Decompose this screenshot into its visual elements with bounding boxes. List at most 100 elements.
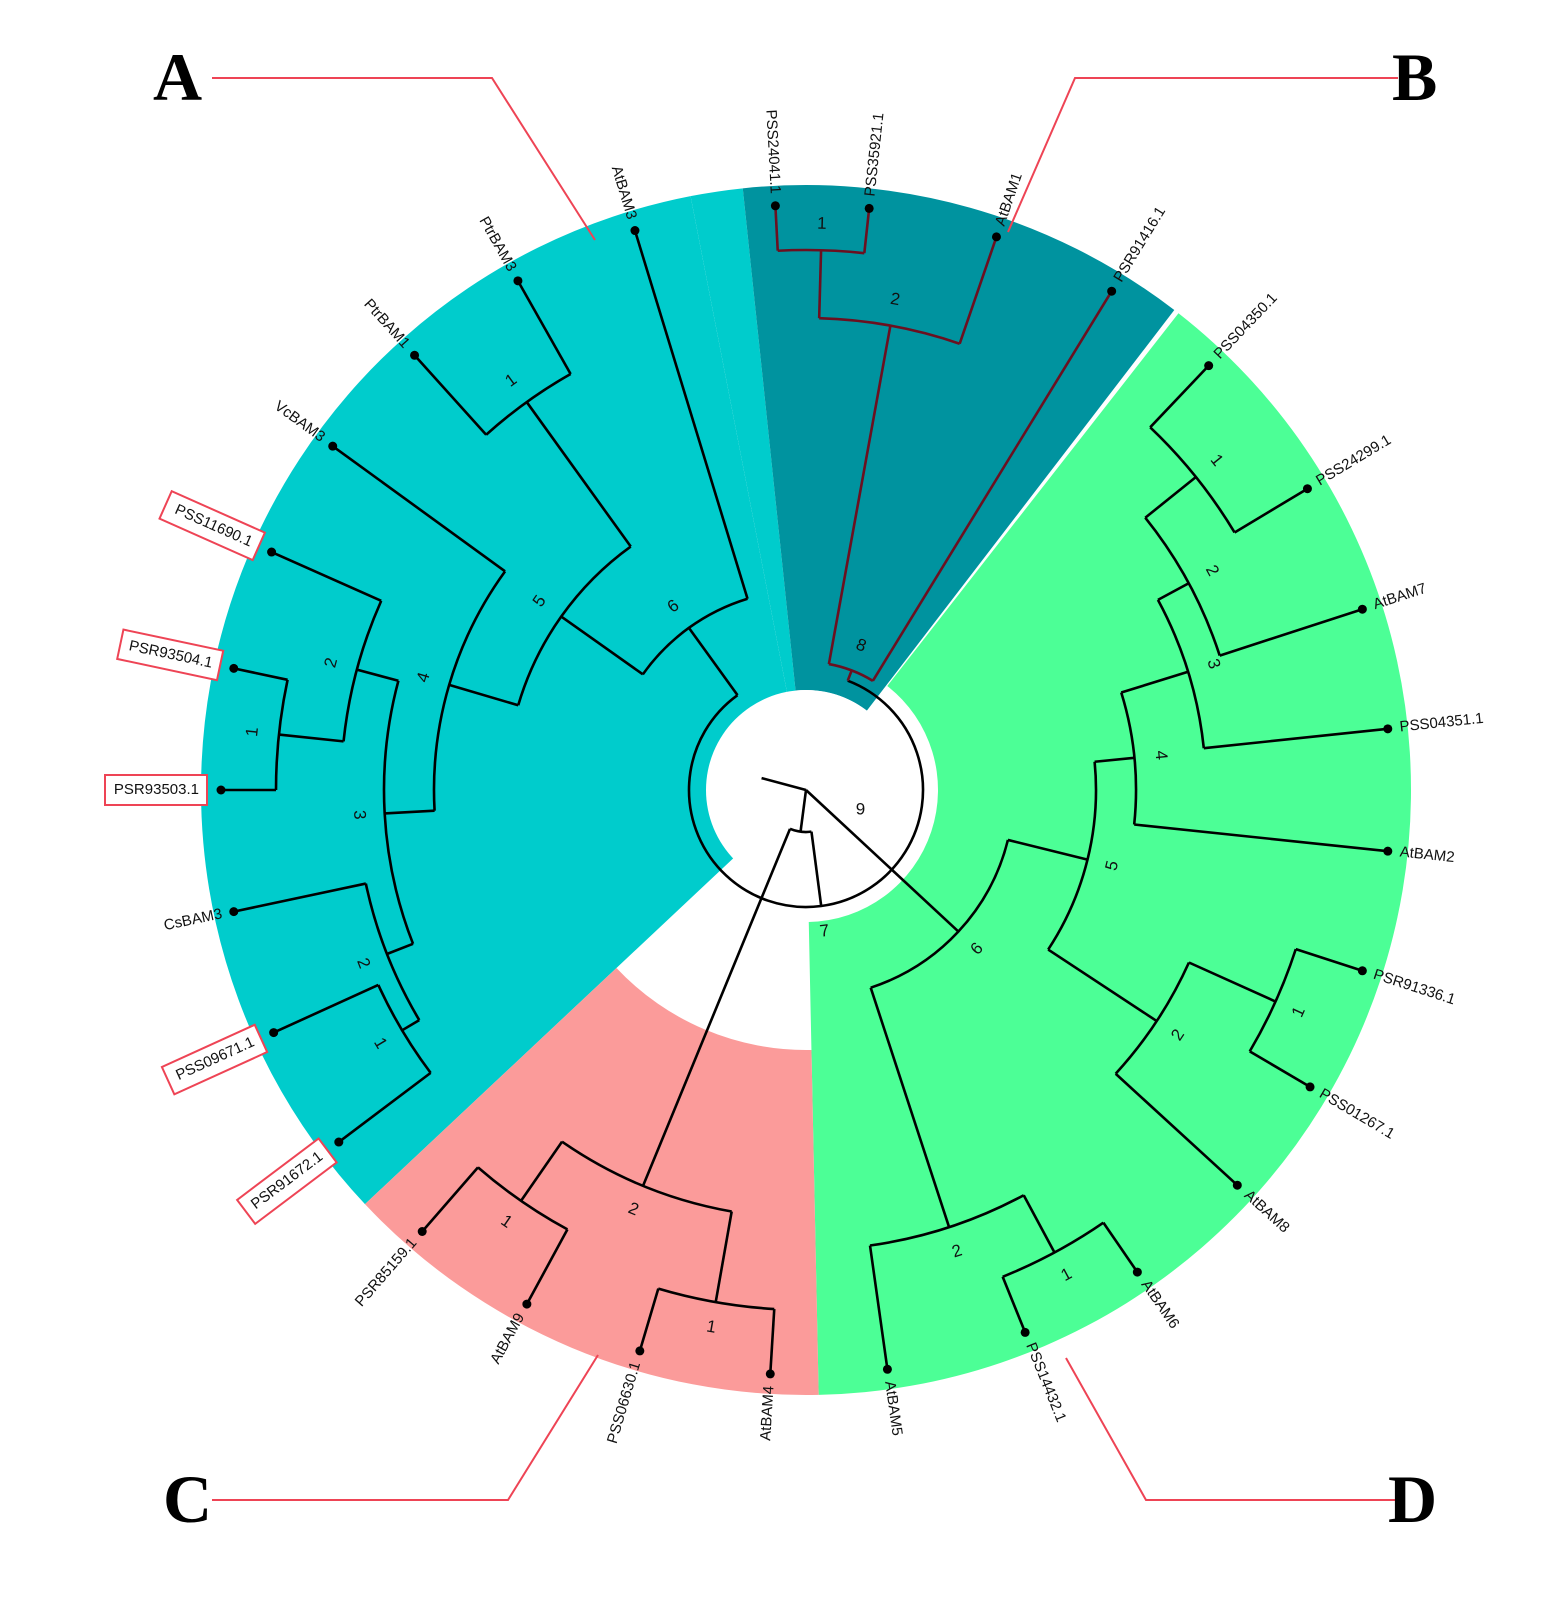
branch-radial [401,1018,420,1032]
tip-node-dot [267,547,277,557]
leaf-label: AtBAM1 [992,171,1026,229]
branch-radial [560,615,644,676]
branch-radial [1188,961,1277,1003]
branch-radial [1219,607,1363,657]
leaf-label: PSS24299.1 [1313,431,1394,489]
callout-line-b [1007,77,1398,233]
tip-node-dot [417,1227,427,1237]
branch-arc [1002,1221,1105,1278]
branch-radial [516,280,572,375]
tip-node-dot [864,203,874,213]
branch-radial [868,1245,889,1370]
branch-radial [810,831,823,907]
branch-arc [777,248,865,255]
branch-radial [338,1071,432,1144]
tip-node-dot [770,201,780,211]
tip-node-dot [1107,286,1117,296]
node-support-label: 1 [705,1317,718,1337]
branch-radial [448,683,519,707]
leaf-label: AtBAM2 [1399,843,1456,866]
leaf-label-group: AtBAM9 [487,1310,528,1366]
highlight-box [104,774,208,806]
leaf-label: PtrBAM1 [360,296,413,352]
branch-radial [863,208,871,254]
branch-arc [828,662,874,682]
branch-radial [525,1228,569,1305]
leaf-label: PSS04351.1 [1399,710,1485,736]
leaf-label-group: AtBAM1 [992,171,1026,229]
branch-arc [1149,426,1236,534]
tip-node-dot [1020,1327,1030,1337]
branch-radial [774,205,780,251]
branch-radial [846,669,853,682]
leaf-label-group: PSS04351.1 [1399,710,1485,736]
leaf-label-group: PSR91416.1 [1110,204,1169,285]
branch-radial [817,250,823,319]
leaf-label-group: PSS35921.1 [861,112,887,198]
branch-radial [869,987,951,1228]
tip-node-dot [269,1028,279,1038]
branch-radial [386,942,414,956]
tip-node-dot [1302,484,1312,494]
branch-arc [377,984,432,1074]
branch-arc [641,597,748,676]
tip-node-dot [765,1369,775,1379]
leaf-label-group: PSS06630.1 [604,1360,644,1446]
leaf-label: PSS01267.1 [1316,1085,1397,1142]
leaf-label-group: AtBAM8 [1241,1187,1293,1237]
leaf-label-group: PSS04350.1 [1210,290,1280,363]
leaf-label-group: CsBAM3 [162,905,223,934]
clade-sectors [201,185,1411,1395]
branch-radial [1249,1050,1311,1089]
tip-node-dot [1305,1082,1315,1092]
tip-node-dot [229,907,239,917]
leaf-label-group: PtrBAM3 [476,214,520,275]
leaf-label-group: AtBAM6 [1138,1277,1183,1332]
node-support-label: 9 [856,799,865,818]
tip-node-dot [635,1346,645,1356]
leaf-label: AtBAM8 [1241,1187,1293,1237]
branch-radial [1203,727,1388,750]
branch-arc [1144,516,1221,656]
clade-label-a: A [153,39,202,115]
leaf-label-group: PtrBAM1 [360,296,413,352]
branch-radial [1134,823,1388,853]
branch-radial [687,627,739,696]
node-support-label: 7 [819,921,831,941]
branch-radial [1001,1276,1027,1333]
branch-radial [1144,476,1197,519]
branch-arc [657,1287,775,1311]
leaf-label-group: PSS11690.1 [158,489,267,562]
leaf-label: PSR91416.1 [1110,204,1169,285]
branch-radial [714,1211,733,1303]
callout-line-a [212,77,596,241]
leaf-label-group: AtBAM7 [1371,580,1429,613]
branch-arc [485,372,572,436]
tip-node-dot [1132,1267,1142,1277]
node-support-label: 3 [350,810,369,821]
tip-node-dot [334,1137,344,1147]
branch-arc [477,1166,569,1231]
branch-arc [869,1194,1025,1247]
clade-label-d: D [1388,1461,1437,1537]
leaf-label: AtBAM5 [881,1380,905,1437]
leaf-label: PSS35921.1 [861,112,887,198]
branch-radial [273,983,379,1034]
branch-radial [1149,364,1210,429]
branch-arc [561,1140,732,1213]
branch-arc [870,839,1010,989]
branch-arc [1248,948,1298,1053]
node-support-label: 1 [817,214,827,233]
tip-node-dot [1383,846,1393,856]
highlight-box [116,628,225,682]
branch-radial [1157,582,1190,602]
node-support-label: 5 [1101,859,1122,873]
branch-radial [1233,487,1309,534]
branch-arc [364,883,421,1021]
highlight-box [160,1023,269,1096]
branch-arc [1047,761,1098,951]
tip-node-dot [522,1299,532,1309]
branch-radial [641,828,792,1187]
tip-node-dot [1357,604,1367,614]
